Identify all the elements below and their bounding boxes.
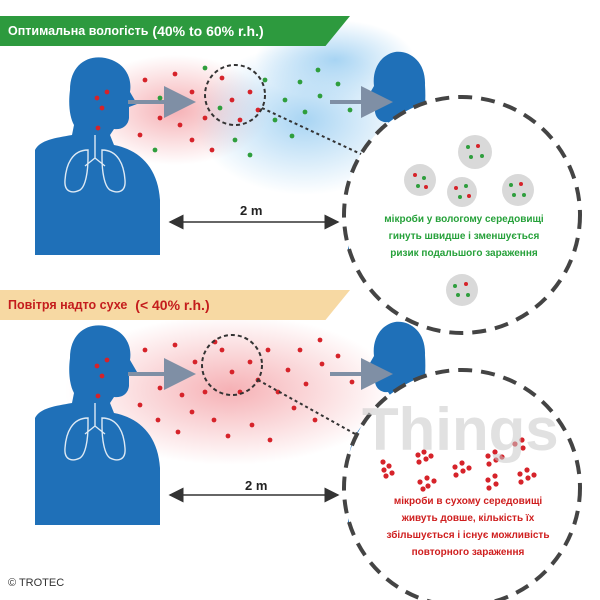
droplets: [94, 337, 355, 443]
microbe-icon: [485, 473, 499, 491]
panel-bottom: Things: [35, 315, 582, 600]
panel-top: [35, 20, 582, 335]
microbe-icon: [446, 274, 478, 306]
caption-line: повторного зараження: [411, 547, 525, 558]
microbe-icon: [447, 177, 477, 207]
lungs-icon: [64, 135, 126, 193]
microbe-icon: [404, 164, 436, 196]
magnifier-circle: [204, 64, 266, 126]
zoom-callout: [342, 368, 582, 600]
humidity-banner-dry: Повітря надто сухе (< 40% r.h.): [0, 290, 350, 320]
magnifier-leader: [257, 379, 376, 446]
banner-text: Повітря надто сухе: [8, 298, 128, 312]
humidity-banner-optimal: Оптимальна вологість (40% to 60% r.h.): [0, 16, 350, 46]
caption-line: ризик подальшого зараження: [390, 248, 538, 259]
magnifier-circle: [201, 334, 263, 396]
banner-highlight: (< 40% r.h.): [135, 297, 210, 313]
person-silhouette-icon: [35, 57, 160, 256]
zoom-callout: [342, 95, 582, 335]
callout-caption: мікроби в сухому середовищі живуть довше…: [368, 493, 568, 561]
callout-caption: мікроби у вологому середовищі гинуть шви…: [364, 211, 564, 262]
caption-line: мікроби у вологому середовищі: [384, 214, 544, 225]
microbe-icon: [458, 135, 492, 169]
banner-text: Оптимальна вологість: [8, 24, 149, 38]
caption-line: гинуть швидше і зменшується: [388, 231, 540, 242]
lungs-icon: [64, 403, 126, 461]
microbe-icon: [512, 437, 526, 451]
distance-label: 2 m: [240, 203, 263, 218]
watermark: Things: [362, 396, 559, 463]
droplets: [94, 65, 353, 158]
distance-label: 2 m: [245, 478, 268, 493]
copyright-notice: © TROTEC: [8, 577, 65, 589]
caption-line: збільшується і існує можливість: [386, 530, 550, 541]
microbe-icon: [380, 459, 395, 479]
red-breath-cloud: [65, 315, 395, 465]
banner-highlight: (40% to 60% r.h.): [152, 23, 264, 39]
caption-line: мікроби в сухому середовищі: [393, 496, 543, 507]
microbe-icon: [452, 460, 472, 478]
microbe-icon: [517, 467, 537, 485]
microbe-icon: [485, 449, 505, 467]
caption-line: живуть довше, кількість їх: [401, 513, 535, 524]
microbe-icon: [502, 174, 534, 206]
microbe-icon: [415, 449, 434, 465]
microbe-icon: [417, 475, 437, 492]
